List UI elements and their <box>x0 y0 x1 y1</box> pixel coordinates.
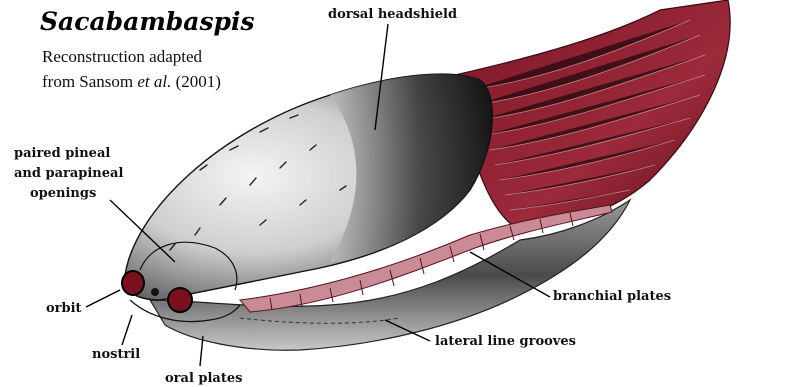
nostril-mark <box>151 288 159 296</box>
label-dorsal-headshield: dorsal headshield <box>328 7 457 22</box>
subtitle-prefix: from Sansom <box>42 72 137 91</box>
label-pineal-line-2: and parapineal <box>14 166 123 181</box>
label-oral-plates: oral plates <box>165 371 242 386</box>
label-branchial-plates: branchial plates <box>553 289 671 304</box>
leader-orbit <box>86 290 120 307</box>
orbit-right <box>168 288 192 312</box>
leader-oral-plates <box>200 336 203 366</box>
label-lateral-line-grooves: lateral line grooves <box>435 334 576 349</box>
subtitle-suffix: (2001) <box>171 72 221 91</box>
leader-nostril <box>122 315 132 345</box>
title: Sacabambaspis <box>40 7 255 36</box>
orbit-left <box>122 271 144 295</box>
label-orbit: orbit <box>46 301 82 316</box>
subtitle-line-1: Reconstruction adapted <box>42 47 203 66</box>
label-pineal-line-3: openings <box>30 186 96 201</box>
label-pineal-line-1: paired pineal <box>14 146 110 161</box>
subtitle-italic: et al. <box>137 72 171 91</box>
label-nostril: nostril <box>92 347 140 362</box>
subtitle-line-2: from Sansom et al. (2001) <box>42 72 221 91</box>
tail-body <box>455 0 730 230</box>
